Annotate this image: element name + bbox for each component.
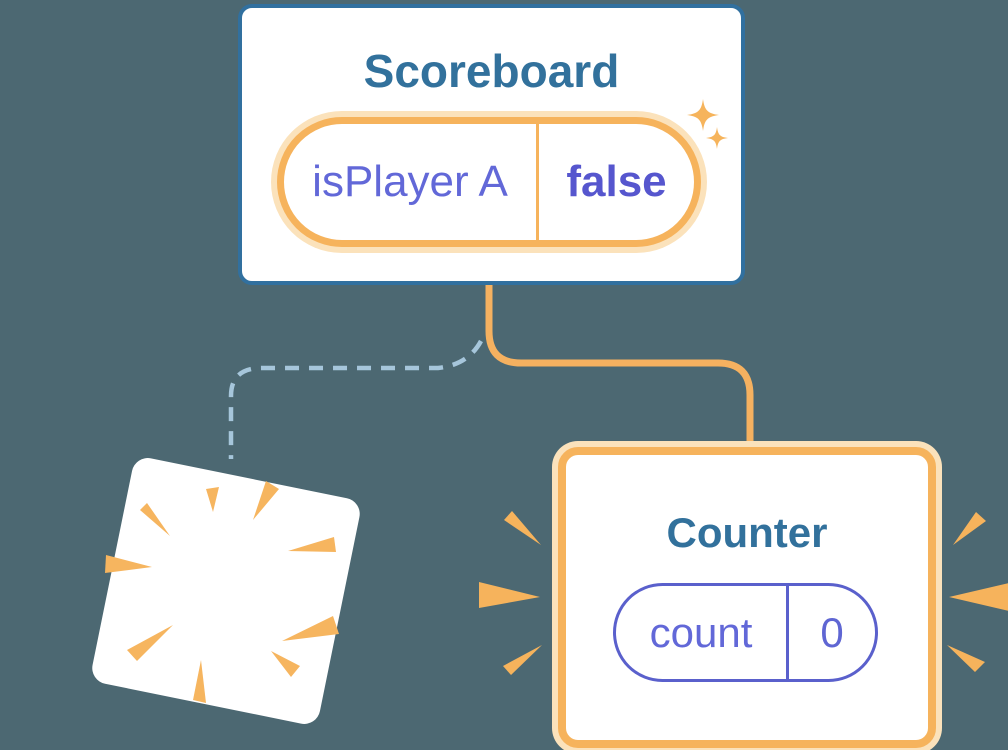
state-value: false — [536, 124, 694, 240]
emphasis-burst-right-icon — [947, 512, 1008, 672]
state-label: count — [649, 608, 753, 656]
state-value: 0 — [786, 586, 875, 679]
poof-rays-icon — [105, 481, 339, 703]
sparkle-icon — [687, 99, 728, 149]
state-label: isPlayer A — [312, 157, 508, 206]
tree-edge-removed — [228, 339, 483, 459]
scoreboard-state-pill: isPlayer A false — [277, 117, 701, 247]
scoreboard-title: Scoreboard — [363, 45, 620, 97]
emphasis-burst-left-icon — [479, 511, 542, 675]
counter-state-pill: count 0 — [613, 583, 878, 682]
counter-title: Counter — [666, 509, 828, 556]
tree-edge-kept — [485, 283, 754, 452]
